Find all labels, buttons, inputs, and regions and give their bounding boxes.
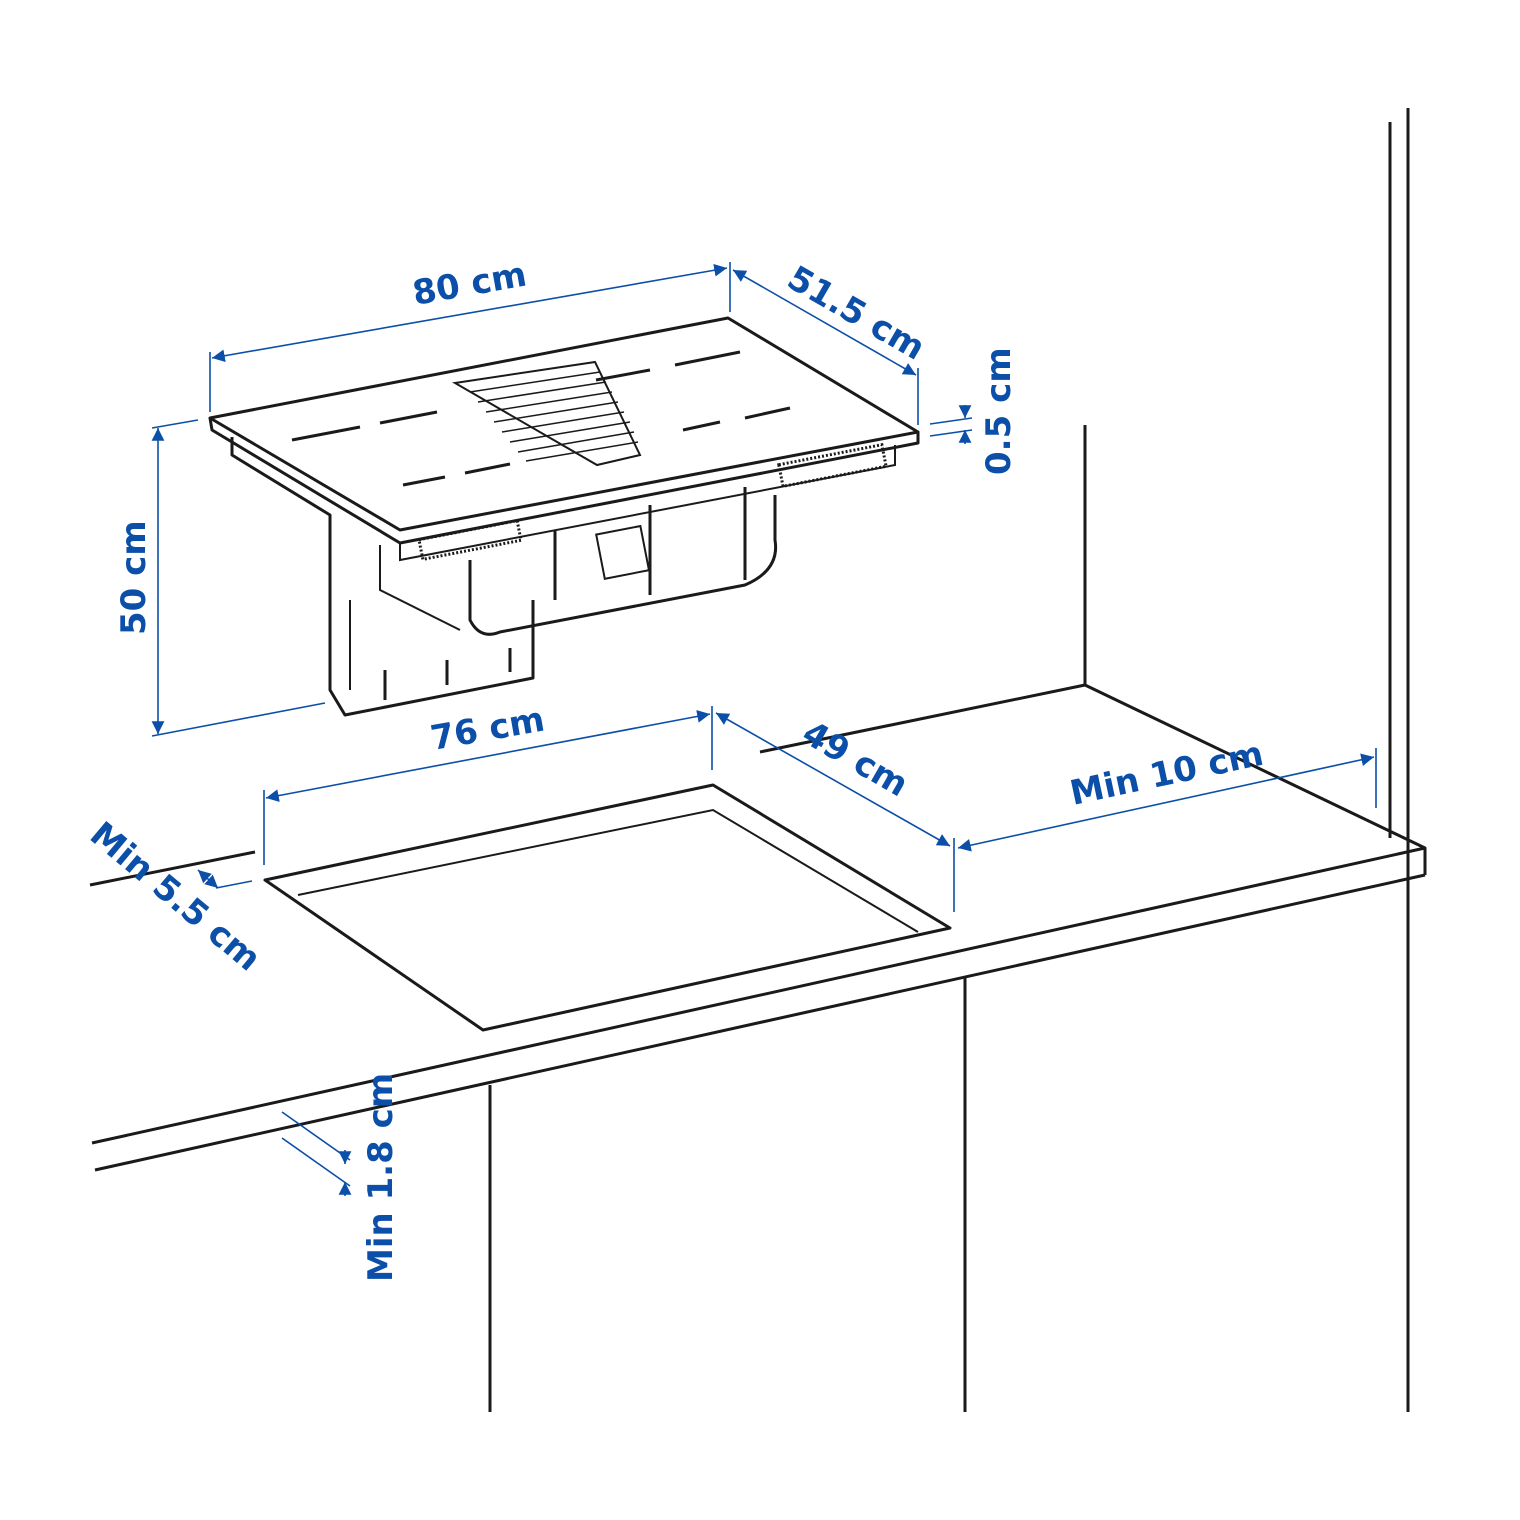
hob-height-label: 50 cm	[114, 520, 154, 635]
worktop-cutout	[263, 783, 952, 1032]
hob-with-extractor	[208, 316, 920, 717]
min-front-distance-label: Min 5.5 cm	[82, 814, 268, 979]
min-worktop-thickness-label: Min 1.8 cm	[361, 1073, 401, 1282]
cutout-width-label: 76 cm	[428, 700, 548, 759]
dimension-lines	[151, 262, 1377, 1196]
hob-depth-label: 51.5 cm	[781, 258, 932, 368]
hob-thickness-label: 0.5 cm	[979, 347, 1019, 475]
